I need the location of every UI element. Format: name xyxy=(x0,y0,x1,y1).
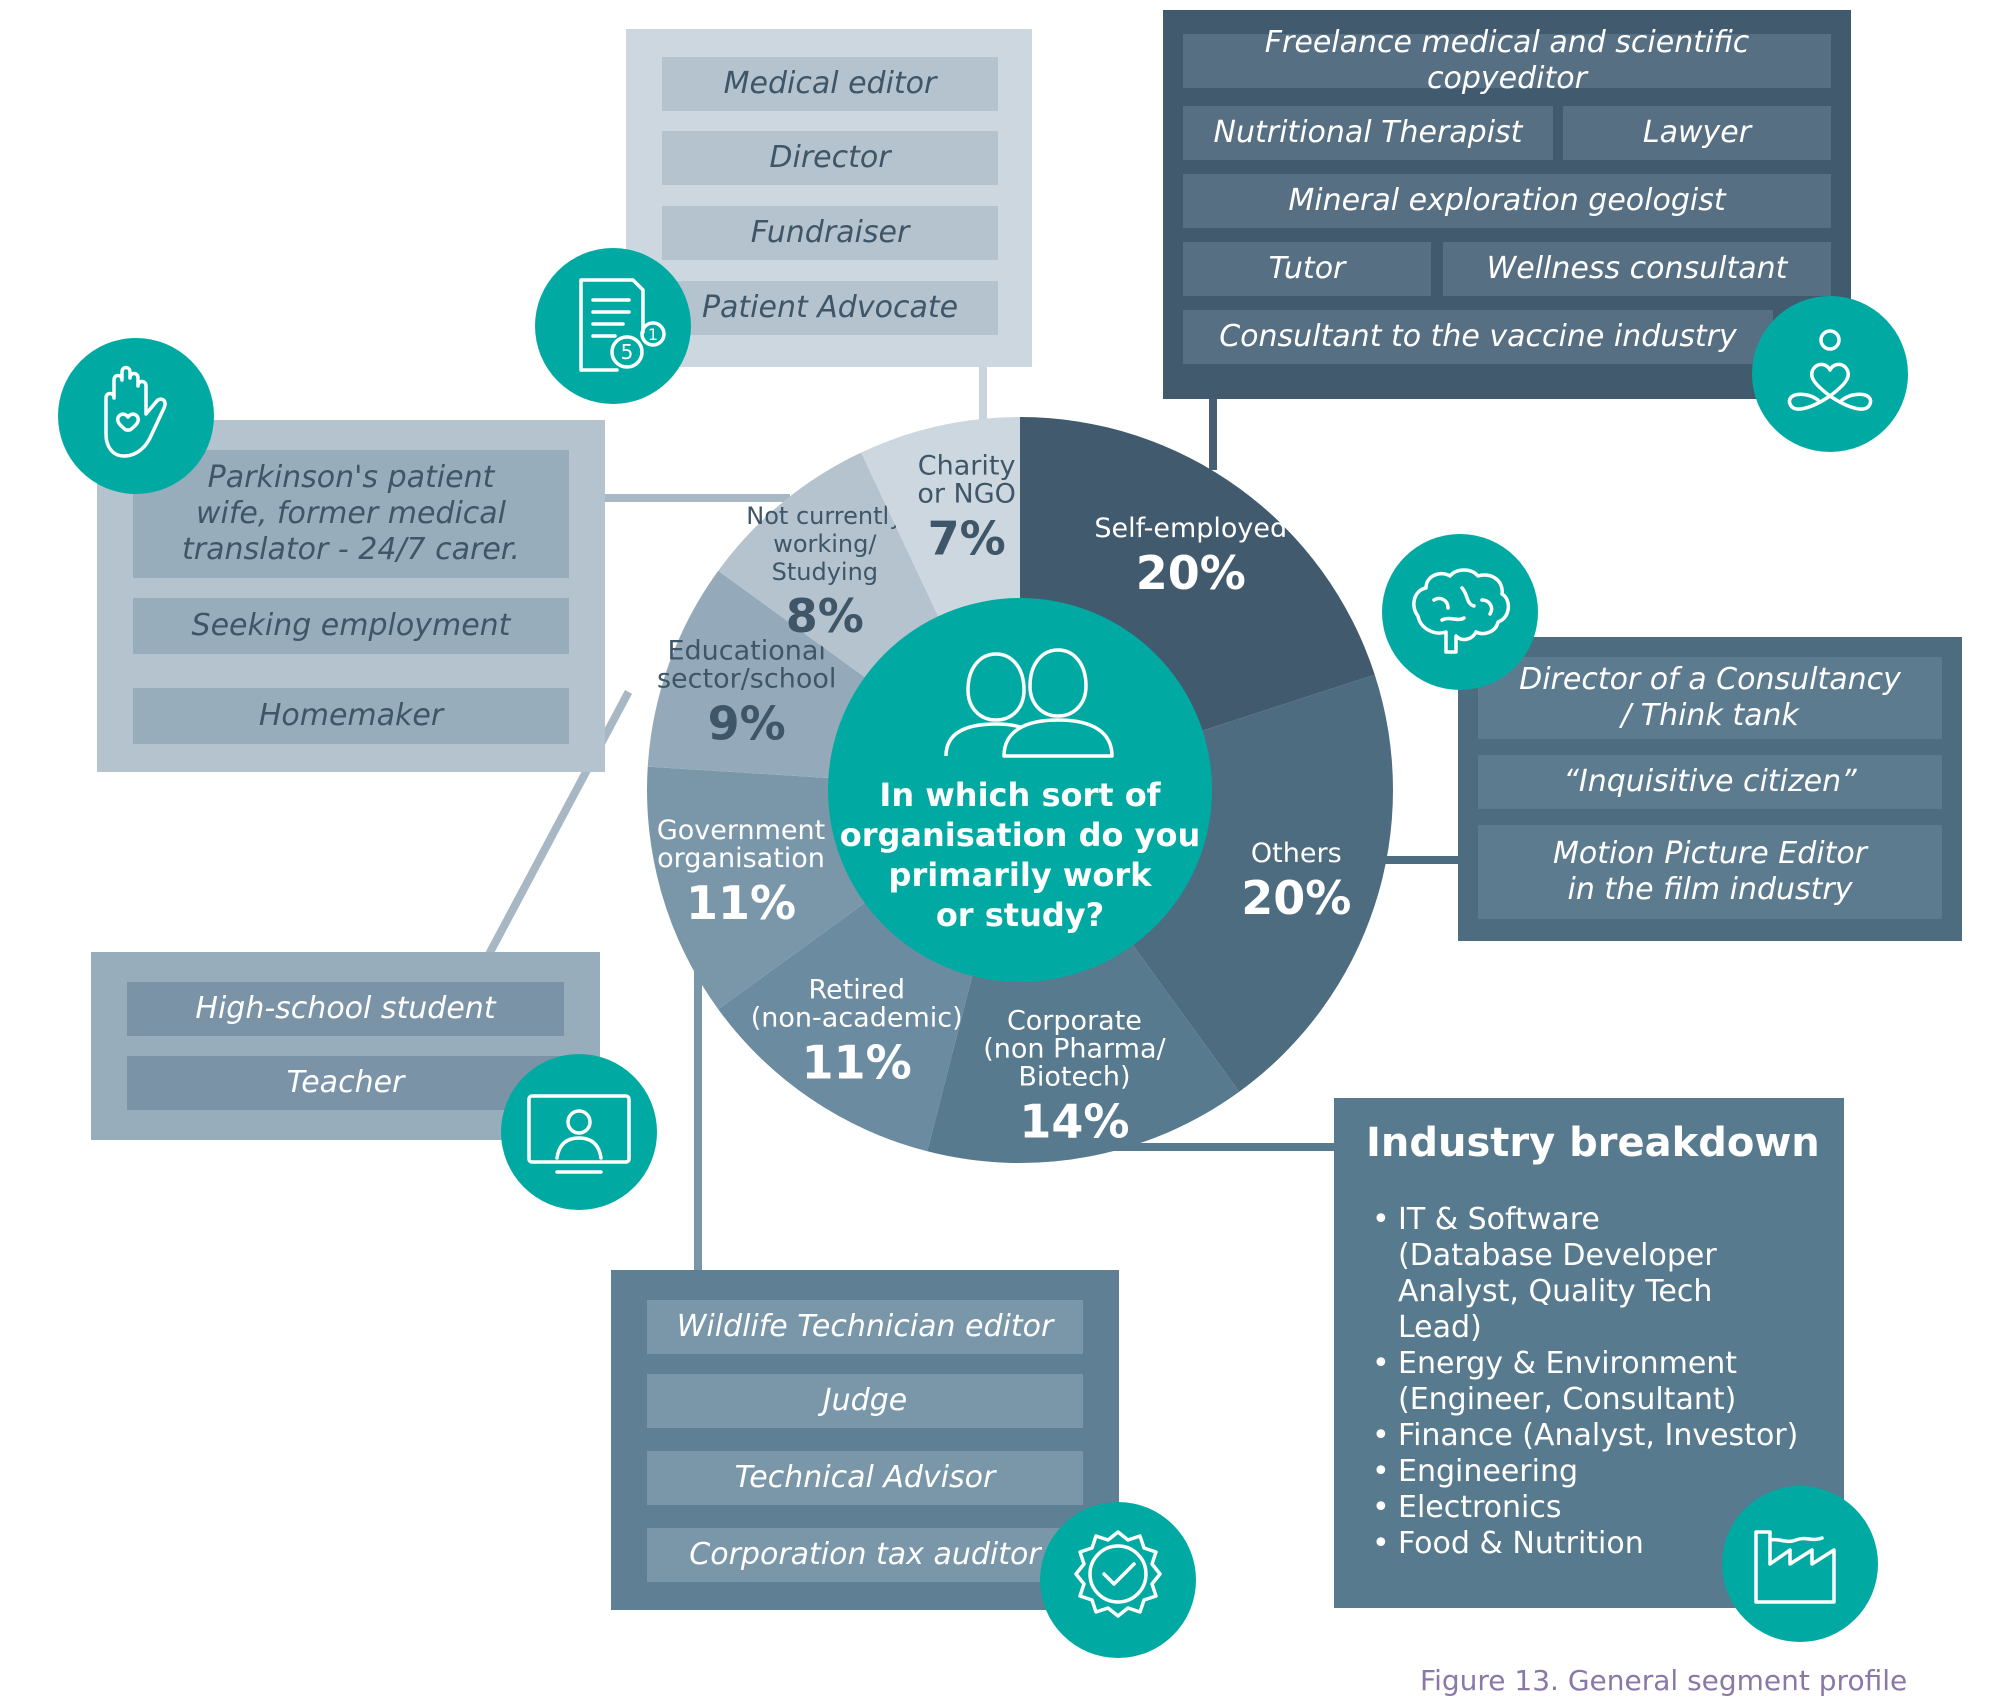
industry-item-main: Finance (Analyst, Investor) xyxy=(1398,1418,1799,1453)
industry-item: Energy & Environment(Engineer, Consultan… xyxy=(1370,1346,1798,1418)
industry-item: Food & Nutrition xyxy=(1370,1526,1798,1562)
hand-heart-icon-circle xyxy=(58,338,214,494)
connector-government xyxy=(694,965,702,1270)
teacher-screen-icon-circle xyxy=(501,1054,657,1210)
slice-value-label: 20% xyxy=(1136,546,1246,600)
role-item: Teacher xyxy=(127,1056,564,1110)
slice-label: (non Pharma/ xyxy=(983,1033,1166,1064)
slice-value-label: 20% xyxy=(1241,871,1351,925)
document-badge-icon-circle: 5 1 xyxy=(535,248,691,404)
slice-label: Government xyxy=(657,815,825,846)
role-item: High-school student xyxy=(127,982,564,1036)
figure-caption: Figure 13. General segment profile xyxy=(1420,1664,1908,1697)
slice-label: Charity xyxy=(918,450,1016,481)
role-item: Motion Picture Editor in the film indust… xyxy=(1478,825,1942,919)
connector-industry xyxy=(1110,1143,1335,1151)
center-question-line: In which sort of xyxy=(879,776,1161,814)
svg-text:1: 1 xyxy=(648,325,658,344)
industry-list: IT & Software(Database Developer Analyst… xyxy=(1370,1202,1798,1562)
role-item: Patient Advocate xyxy=(662,281,998,335)
connector-others xyxy=(1380,856,1460,864)
role-item: Homemaker xyxy=(133,688,569,744)
role-item: Technical Advisor xyxy=(647,1451,1083,1505)
government-roles-panel: Wildlife Technician editor Judge Technic… xyxy=(611,1270,1119,1610)
center-question-line: or study? xyxy=(936,896,1104,934)
meditation-heart-icon-circle xyxy=(1752,296,1908,452)
industry-item: IT & Software(Database Developer Analyst… xyxy=(1370,1202,1798,1346)
slice-label: (non-academic) xyxy=(751,1002,963,1033)
industry-item: Electronics xyxy=(1370,1490,1798,1526)
role-item: Wellness consultant xyxy=(1443,242,1831,296)
role-item: Lawyer xyxy=(1563,106,1831,160)
slice-label: Educational xyxy=(667,636,825,667)
slice-label: Biotech) xyxy=(1018,1061,1130,1092)
slice-label: Self-employed xyxy=(1094,513,1287,544)
industry-item-detail: (Engineer, Consultant) xyxy=(1398,1382,1737,1417)
industry-item-main: Energy & Environment xyxy=(1398,1346,1738,1381)
slice-label: sector/school xyxy=(657,664,836,695)
industry-item-main: Food & Nutrition xyxy=(1398,1526,1644,1561)
industry-item: Engineering xyxy=(1370,1454,1798,1490)
industry-item-main: IT & Software xyxy=(1398,1202,1600,1237)
slice-label: working/ xyxy=(773,530,877,558)
industry-item-detail: (Database Developer Analyst, Quality Tec… xyxy=(1398,1238,1717,1345)
certificate-check-icon xyxy=(1074,1530,1162,1618)
brain-icon xyxy=(1412,568,1511,654)
slice-value-label: 8% xyxy=(786,589,864,643)
connector-charity xyxy=(979,360,987,422)
industry-item: Finance (Analyst, Investor) xyxy=(1370,1418,1798,1454)
brain-icon-circle xyxy=(1382,534,1538,690)
slice-label: Studying xyxy=(772,558,878,586)
role-item: Mineral exploration geologist xyxy=(1183,174,1831,228)
role-item: Parkinson's patient wife, former medical… xyxy=(133,450,569,578)
role-item: Fundraiser xyxy=(662,206,998,260)
role-item: Medical editor xyxy=(662,57,998,111)
slice-value-label: 9% xyxy=(708,697,786,751)
role-item: Seeking employment xyxy=(133,598,569,654)
factory-icon xyxy=(1754,1530,1836,1604)
certificate-check-icon-circle xyxy=(1040,1502,1196,1658)
slice-label: or NGO xyxy=(917,478,1016,509)
role-item: Nutritional Therapist xyxy=(1183,106,1553,160)
factory-icon-circle xyxy=(1722,1486,1878,1642)
role-item: Wildlife Technician editor xyxy=(647,1300,1083,1354)
industry-title: Industry breakdown xyxy=(1366,1120,1820,1166)
role-item: Tutor xyxy=(1183,242,1431,296)
two-people-icon xyxy=(944,648,1114,758)
slice-label: organisation xyxy=(657,843,825,874)
slice-value-label: 14% xyxy=(1019,1094,1129,1148)
slice-value-label: 11% xyxy=(686,876,796,930)
industry-item-main: Engineering xyxy=(1398,1454,1578,1489)
connector-not-working xyxy=(600,494,790,502)
slice-label: Not currently xyxy=(746,502,903,530)
center-circle xyxy=(828,598,1212,982)
role-item: Director xyxy=(662,131,998,185)
role-item: Director of a Consultancy / Think tank xyxy=(1478,657,1942,739)
self-employed-roles-panel: Freelance medical and scientific copyedi… xyxy=(1163,10,1851,399)
role-item: Judge xyxy=(647,1374,1083,1428)
role-item: “Inquisitive citizen” xyxy=(1478,755,1942,809)
slice-value-label: 11% xyxy=(802,1035,912,1089)
hand-heart-icon xyxy=(104,365,167,458)
industry-item-main: Electronics xyxy=(1398,1490,1562,1525)
connector-self-employed xyxy=(1209,395,1217,470)
document-badge-icon: 5 1 xyxy=(579,278,666,372)
slice-label: Others xyxy=(1251,838,1342,869)
slice-label: Retired xyxy=(808,974,905,1005)
teacher-screen-icon xyxy=(527,1094,631,1174)
svg-text:5: 5 xyxy=(621,340,634,364)
slice-label: Corporate xyxy=(1007,1005,1142,1036)
slice-value-label: 7% xyxy=(928,511,1006,565)
charity-roles-panel: Medical editor Director Fundraiser Patie… xyxy=(626,29,1032,367)
center-question-line: organisation do you xyxy=(840,816,1200,854)
center-question-line: primarily work xyxy=(889,856,1153,894)
role-item: Consultant to the vaccine industry xyxy=(1183,310,1773,364)
meditation-heart-icon xyxy=(1787,329,1873,411)
role-item: Corporation tax auditor xyxy=(647,1528,1083,1582)
others-roles-panel: Director of a Consultancy / Think tank “… xyxy=(1458,637,1962,941)
